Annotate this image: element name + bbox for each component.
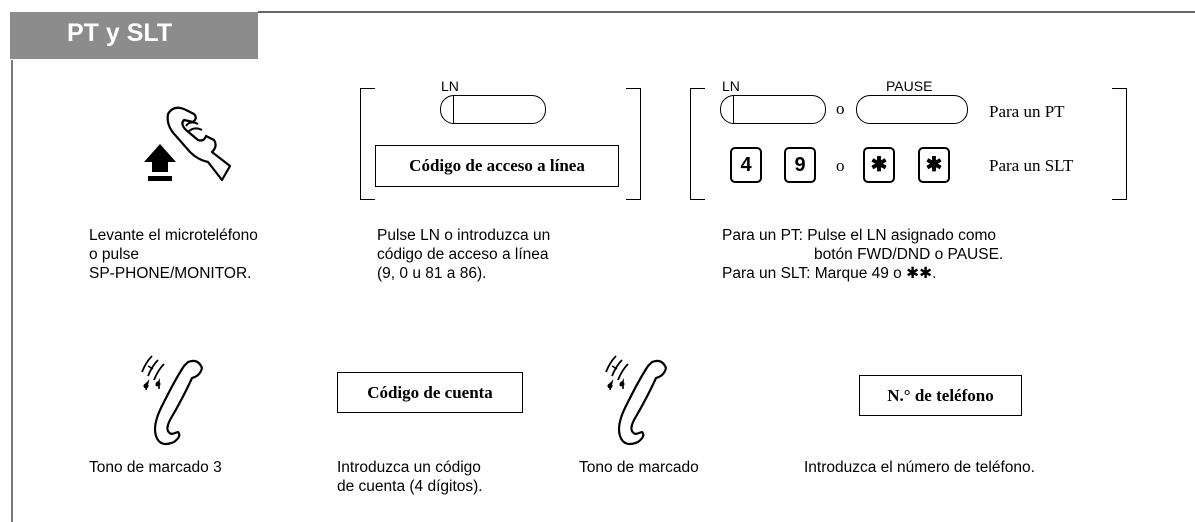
- dial-tone-handset-icon: [605, 355, 668, 446]
- ln-label: LN: [722, 78, 740, 94]
- ln-button[interactable]: [440, 95, 546, 124]
- caption-line: Pulse LN o introduzca un: [377, 227, 551, 244]
- bracket-left: [690, 88, 705, 200]
- bracket-left: [360, 88, 375, 200]
- or-text: o: [836, 156, 845, 175]
- caption-line: Tono de marcado: [579, 459, 699, 476]
- phone-number-box: N.° de teléfono: [859, 375, 1022, 416]
- step3-caption: Para un PT: Pulse el LN asignado como bo…: [722, 226, 1003, 283]
- line-access-code-box: Código de acceso a línea: [375, 145, 619, 187]
- frame-top-line: [258, 11, 1195, 13]
- caption-line: SP-PHONE/MONITOR.: [89, 265, 252, 282]
- account-code-box: Código de cuenta: [337, 372, 523, 413]
- section-header: PT y SLT: [10, 12, 258, 59]
- step2-caption: Pulse LN o introduzca un código de acces…: [377, 226, 550, 283]
- key-star[interactable]: ✱: [918, 147, 950, 183]
- line-access-code-text: Código de acceso a línea: [409, 156, 585, 175]
- ln-button[interactable]: [720, 95, 826, 124]
- caption-line: Introduzca un código: [337, 459, 481, 476]
- caption-line: Introduzca el número de teléfono.: [804, 459, 1035, 476]
- account-code-text: Código de cuenta: [367, 383, 493, 402]
- step4-caption: Tono de marcado 3: [89, 458, 222, 477]
- caption-line: (9, 0 u 81 a 86).: [377, 265, 487, 282]
- step5-caption: Introduzca un código de cuenta (4 dígito…: [337, 458, 483, 496]
- step1-caption: Levante el microteléfono o pulse SP-PHON…: [89, 226, 258, 283]
- caption-line: o pulse: [89, 246, 139, 263]
- step6-caption: Tono de marcado: [579, 458, 699, 477]
- or-text: o: [836, 99, 845, 118]
- bracket-right: [1112, 88, 1127, 200]
- caption-line: código de acceso a línea: [377, 246, 549, 263]
- caption-line: Levante el microteléfono: [89, 227, 258, 244]
- caption-line: Para un PT: Pulse el LN asignado como: [722, 227, 996, 244]
- section-title: PT y SLT: [67, 19, 173, 47]
- frame-left-line: [11, 60, 13, 522]
- key-9[interactable]: 9: [784, 147, 816, 183]
- pause-label: PAUSE: [886, 78, 933, 94]
- step7-caption: Introduzca el número de teléfono.: [804, 458, 1035, 477]
- ln-label: LN: [441, 78, 459, 94]
- caption-line: Tono de marcado 3: [89, 459, 222, 476]
- handset-offhook-icon: [144, 106, 232, 182]
- key-star[interactable]: ✱: [863, 147, 895, 183]
- bracket-right: [626, 88, 641, 200]
- para-pt-label: Para un PT: [989, 102, 1065, 121]
- dial-tone-handset-icon: [141, 355, 204, 446]
- caption-line: botón FWD/DND o PAUSE.: [814, 246, 1004, 263]
- pause-button[interactable]: [856, 95, 968, 124]
- caption-line: de cuenta (4 dígitos).: [337, 478, 483, 495]
- phone-number-text: N.° de teléfono: [887, 386, 994, 405]
- caption-line: Para un SLT: Marque 49 o ✱✱.: [722, 265, 937, 282]
- key-4[interactable]: 4: [730, 147, 762, 183]
- para-slt-label: Para un SLT: [989, 156, 1074, 175]
